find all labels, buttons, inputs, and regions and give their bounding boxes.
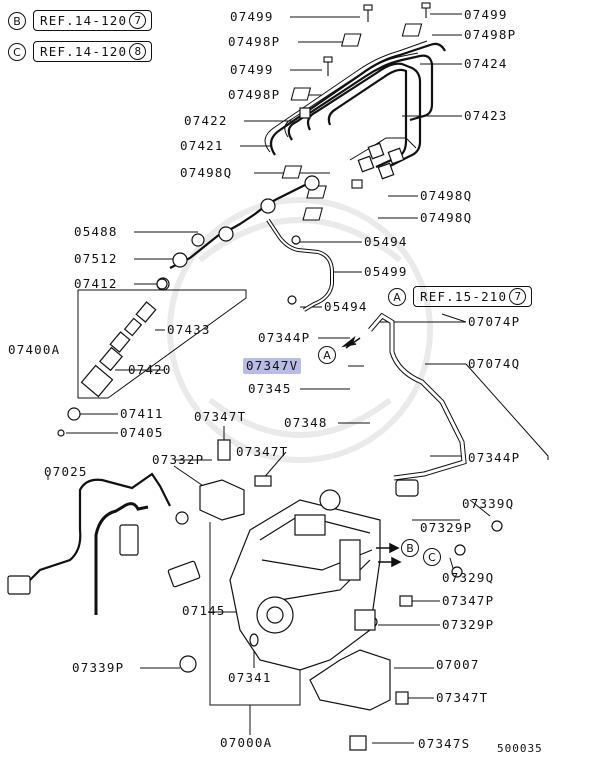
part-label[interactable]: 07512 bbox=[74, 251, 118, 266]
ref-marker-b: B bbox=[8, 12, 26, 30]
part-label[interactable]: 07000A bbox=[220, 735, 273, 750]
part-label[interactable]: 07422 bbox=[184, 113, 228, 128]
part-label[interactable]: 07412 bbox=[74, 276, 118, 291]
part-label[interactable]: 07329P bbox=[442, 617, 495, 632]
part-label[interactable]: 05494 bbox=[364, 234, 408, 249]
part-label[interactable]: 07421 bbox=[180, 138, 224, 153]
ref-box-a[interactable]: REF.15-210 7 bbox=[413, 286, 533, 307]
wiring-harness bbox=[7, 472, 201, 615]
part-label[interactable]: 07498P bbox=[228, 87, 281, 102]
part-label[interactable]: 07424 bbox=[464, 56, 508, 71]
part-label[interactable]: 07074P bbox=[468, 314, 521, 329]
part-label[interactable]: 07423 bbox=[464, 108, 508, 123]
part-label[interactable]: 07074Q bbox=[468, 356, 521, 371]
ref-marker-c: C bbox=[8, 43, 26, 61]
part-label[interactable]: 07339P bbox=[72, 660, 125, 675]
ref-box-b[interactable]: REF.14-120 7 bbox=[33, 10, 153, 31]
clamps bbox=[281, 2, 431, 221]
part-label[interactable]: 07400A bbox=[8, 342, 61, 357]
part-label[interactable]: 05494 bbox=[324, 299, 368, 314]
part-label[interactable]: 07499 bbox=[230, 9, 274, 24]
part-label[interactable]: 07007 bbox=[436, 657, 480, 672]
part-label[interactable]: 07025 bbox=[44, 464, 88, 479]
part-label[interactable]: 07344P bbox=[258, 330, 311, 345]
ref-box-number: 7 bbox=[129, 12, 147, 29]
ref-box-c[interactable]: REF.14-120 8 bbox=[33, 41, 153, 62]
ref-box-text: REF.14-120 bbox=[40, 13, 128, 28]
part-label[interactable]: 07145 bbox=[182, 603, 226, 618]
part-label-highlighted[interactable]: 07347V bbox=[243, 358, 302, 374]
part-label[interactable]: 07499 bbox=[230, 62, 274, 77]
injection-pipes bbox=[264, 40, 446, 169]
pipe-nuts bbox=[299, 107, 405, 180]
part-label[interactable]: 07498P bbox=[464, 27, 517, 42]
marker-arrows bbox=[341, 335, 402, 568]
part-label[interactable]: 07433 bbox=[167, 322, 211, 337]
part-label[interactable]: 07332P bbox=[152, 452, 205, 467]
ref-box-number: 8 bbox=[129, 43, 147, 60]
marker-a: A bbox=[318, 346, 336, 364]
pump-bracket bbox=[179, 439, 503, 751]
part-label[interactable]: 07411 bbox=[120, 406, 164, 421]
part-label[interactable]: 07499 bbox=[464, 7, 508, 22]
diagram-code: 500035 bbox=[497, 742, 543, 755]
part-label[interactable]: 07498Q bbox=[180, 165, 233, 180]
marker-c: C bbox=[423, 548, 441, 566]
part-label[interactable]: 07498Q bbox=[420, 188, 473, 203]
part-label[interactable]: 07345 bbox=[248, 381, 292, 396]
part-label[interactable]: 07347T bbox=[436, 690, 489, 705]
part-label[interactable]: 07498P bbox=[228, 34, 281, 49]
part-label[interactable]: 07498Q bbox=[420, 210, 473, 225]
part-label[interactable]: 05499 bbox=[364, 264, 408, 279]
watermark-emblem bbox=[167, 197, 433, 463]
part-label[interactable]: 07347T bbox=[236, 444, 289, 459]
part-label[interactable]: 07329Q bbox=[442, 570, 495, 585]
ref-box-text: REF.14-120 bbox=[40, 44, 128, 59]
part-label[interactable]: 05488 bbox=[74, 224, 118, 239]
part-label[interactable]: 07344P bbox=[468, 450, 521, 465]
part-label[interactable]: 07347S bbox=[418, 736, 471, 751]
part-label[interactable]: 07339Q bbox=[462, 496, 515, 511]
marker-b: B bbox=[401, 539, 419, 557]
part-label[interactable]: 07341 bbox=[228, 670, 272, 685]
part-label[interactable]: 07420 bbox=[128, 362, 172, 377]
part-label[interactable]: 07347P bbox=[442, 593, 495, 608]
ref-box-text: REF.15-210 bbox=[420, 289, 508, 304]
part-label[interactable]: 07348 bbox=[284, 415, 328, 430]
part-label[interactable]: 07347T bbox=[194, 409, 247, 424]
injector-assembly bbox=[57, 278, 168, 437]
part-label[interactable]: 07329P bbox=[420, 520, 473, 535]
part-label[interactable]: 07405 bbox=[120, 425, 164, 440]
injection-pump bbox=[229, 489, 381, 671]
ref-box-number: 7 bbox=[509, 288, 527, 305]
hoses bbox=[266, 218, 467, 481]
ref-marker-a: A bbox=[388, 288, 406, 306]
